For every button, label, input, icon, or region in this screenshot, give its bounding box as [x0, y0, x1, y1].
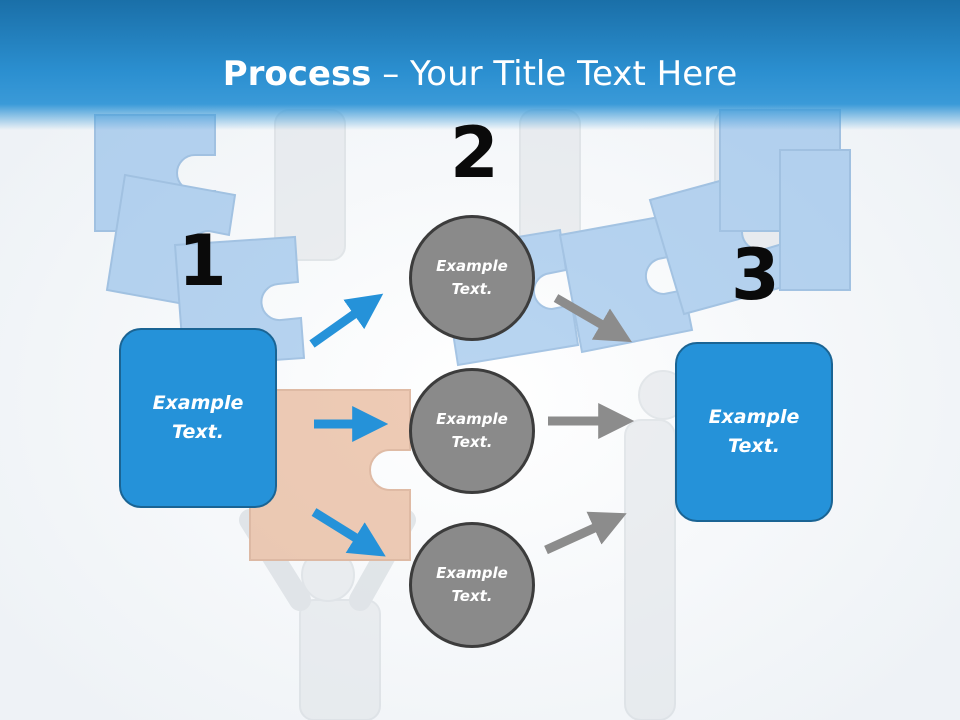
right-box-text: Example Text.	[708, 406, 800, 457]
left-box-text: Example Text.	[152, 392, 244, 443]
circle-3-text: Example Text.	[436, 564, 508, 605]
process-circle-3: Example Text.	[409, 522, 535, 648]
left-example-box: Example Text.	[119, 328, 277, 508]
title-bold: Process	[222, 54, 372, 94]
step-number-3: 3	[731, 234, 780, 316]
slide-title: Process – Your Title Text Here	[0, 54, 960, 94]
process-circle-1: Example Text.	[409, 215, 535, 341]
right-example-box: Example Text.	[675, 342, 833, 522]
circle-1-text: Example Text.	[436, 257, 508, 298]
step-number-2: 2	[450, 112, 499, 194]
process-circle-2: Example Text.	[409, 368, 535, 494]
circle-2-text: Example Text.	[436, 410, 508, 451]
title-rest: – Your Title Text Here	[371, 54, 738, 94]
step-number-1: 1	[178, 220, 227, 302]
header-band	[0, 0, 960, 130]
